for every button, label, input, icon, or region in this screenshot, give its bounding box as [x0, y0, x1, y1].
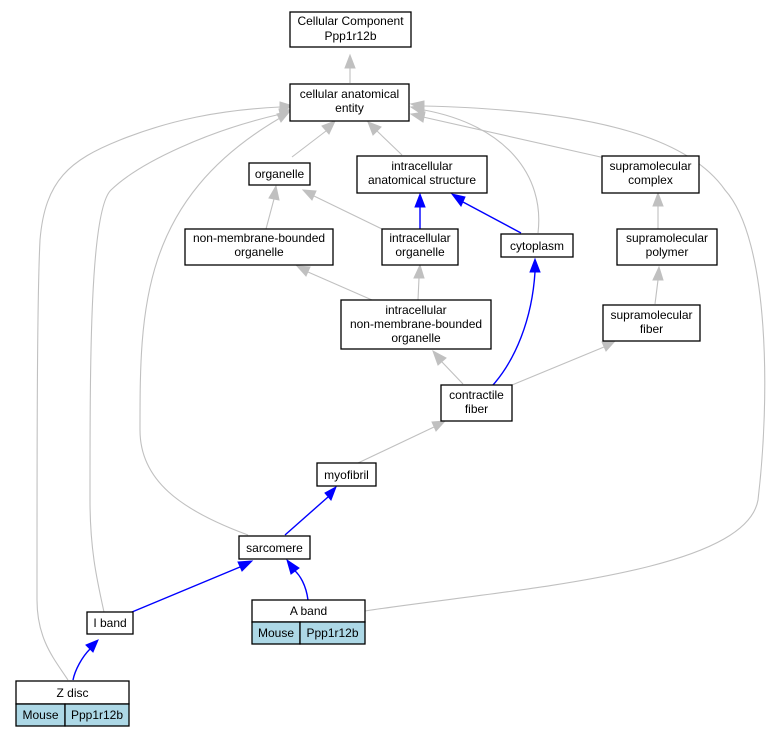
node-label-line: supramolecular: [609, 159, 691, 173]
node-label-line: anatomical structure: [368, 173, 476, 187]
node-sarcomere[interactable]: sarcomere: [238, 535, 311, 560]
node-label-line: intracellular: [389, 231, 450, 245]
edge-i-band-to-sarcomere: [131, 560, 254, 613]
node-label-line: intracellular: [391, 159, 452, 173]
node-intracellular-non-membrane-bounded-organelle[interactable]: intracellular non-membrane-bounded organ…: [340, 299, 492, 350]
edges: [36, 53, 766, 681]
node-label-line: organelle: [255, 167, 305, 181]
node-cellular-component[interactable]: Cellular Component Ppp1r12b: [289, 11, 412, 48]
node-title: A band: [290, 604, 327, 618]
edge-supramolecular-polymer-to-supramolecular-complex: [652, 191, 664, 229]
edge-z-disc-to-i-band: [72, 639, 99, 681]
edge-contractile-fiber-to-cytoplasm: [492, 257, 541, 386]
edge-intracellular-organelle-to-intracellular-anatomical-structure: [414, 192, 426, 229]
node-label-line: complex: [628, 173, 673, 187]
node-label-line: I band: [93, 616, 126, 630]
node-intracellular-organelle[interactable]: intracellular organelle: [381, 228, 459, 266]
edge-organelle-to-cellular-anatomical-entity: [291, 120, 336, 158]
node-label-line: polymer: [646, 245, 689, 259]
node-i-band[interactable]: I band: [86, 611, 134, 635]
edge-cellular-anatomical-entity-to-cellular-component: [344, 53, 356, 83]
node-label-line: sarcomere: [246, 541, 303, 555]
edge-non-membrane-bounded-organelle-to-organelle: [265, 184, 280, 230]
edge-cytoplasm-to-intracellular-anatomical-structure: [450, 193, 522, 234]
node-title: Z disc: [56, 686, 88, 700]
node-label-line: contractile: [449, 388, 504, 402]
edge-intracellular-organelle-to-organelle: [301, 189, 383, 230]
node-label-line: non-membrane-bounded: [193, 231, 325, 245]
node-label-line: non-membrane-bounded: [350, 317, 482, 331]
node-label-line: organelle: [391, 331, 441, 345]
node-label-line: cellular anatomical: [300, 87, 399, 101]
node-supramolecular-polymer[interactable]: supramolecular polymer: [616, 228, 718, 266]
edge-supramolecular-fiber-to-supramolecular-polymer: [652, 265, 664, 305]
edge-z-disc-to-cellular-anatomical-entity: [36, 101, 295, 681]
annotation-gene: Ppp1r12b: [306, 626, 358, 640]
edge-sarcomere-to-myofibril: [284, 485, 337, 536]
node-label-line: fiber: [465, 402, 488, 416]
edge-intracellular-nmb-organelle-to-intracellular-organelle: [413, 263, 425, 301]
edge-myofibril-to-contractile-fiber: [357, 420, 447, 464]
edge-intracellular-anatomical-structure-to-cellular-anatomical-entity: [367, 121, 403, 156]
node-label-line: supramolecular: [610, 308, 692, 322]
edge-intracellular-nmb-organelle-to-non-membrane-bounded-organelle: [295, 265, 373, 301]
node-cytoplasm[interactable]: cytoplasm: [500, 233, 574, 258]
node-contractile-fiber[interactable]: contractile fiber: [440, 384, 513, 422]
node-z-disc[interactable]: Z disc Mouse Ppp1r12b: [15, 680, 130, 727]
node-label-line: intracellular: [385, 303, 446, 317]
node-label-line: organelle: [395, 245, 445, 259]
node-cellular-anatomical-entity[interactable]: cellular anatomical entity: [289, 83, 410, 122]
annotation-species: Mouse: [258, 626, 294, 640]
node-label-line: Ppp1r12b: [324, 29, 376, 43]
node-organelle[interactable]: organelle: [248, 162, 311, 186]
node-label-line: supramolecular: [626, 231, 708, 245]
node-a-band[interactable]: A band Mouse Ppp1r12b: [251, 599, 366, 645]
node-intracellular-anatomical-structure[interactable]: intracellular anatomical structure: [356, 155, 488, 194]
annotation-species: Mouse: [22, 708, 58, 722]
node-label-line: organelle: [234, 245, 284, 259]
edge-a-band-to-sarcomere: [286, 558, 309, 601]
node-label-line: myofibril: [324, 468, 369, 482]
annotation-gene-cell: [64, 703, 130, 727]
node-label-line: fiber: [640, 322, 663, 336]
edge-a-band-to-cellular-anatomical-entity: [364, 100, 766, 612]
node-label-line: Cellular Component: [297, 14, 404, 28]
node-myofibril[interactable]: myofibril: [316, 462, 377, 487]
node-label-line: cytoplasm: [510, 239, 564, 253]
annotation-gene-cell: [299, 621, 366, 645]
edge-contractile-fiber-to-supramolecular-fiber: [511, 340, 617, 386]
annotation-gene: Ppp1r12b: [71, 708, 123, 722]
node-supramolecular-complex[interactable]: supramolecular complex: [601, 155, 700, 194]
node-supramolecular-fiber[interactable]: supramolecular fiber: [602, 304, 701, 342]
node-non-membrane-bounded-organelle[interactable]: non-membrane-bounded organelle: [184, 228, 334, 266]
node-label-line: entity: [335, 101, 364, 115]
edge-contractile-fiber-to-intracellular-nmb-organelle: [432, 349, 464, 385]
